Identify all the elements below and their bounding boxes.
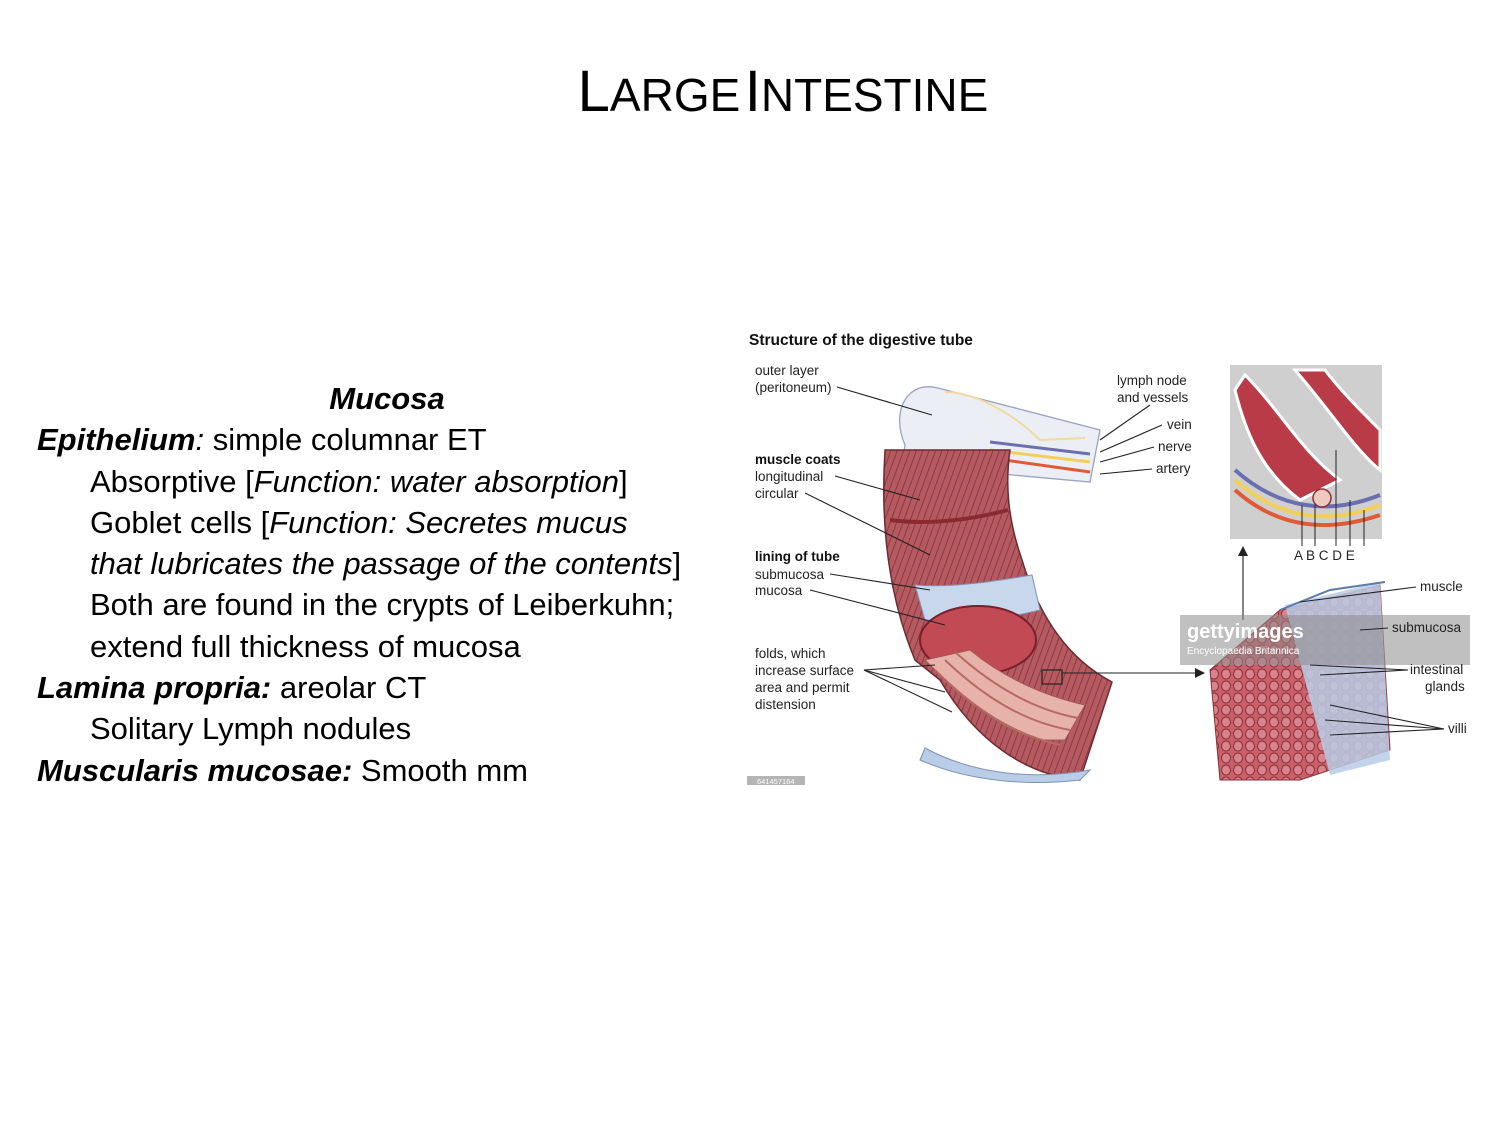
goblet-line-2: that lubricates the passage of the conte… [90, 546, 682, 582]
epithelium-line: Epithelium: simple columnar ET [37, 422, 487, 458]
label-circular: circular [755, 486, 799, 501]
label-outer-layer: outer layer [755, 363, 819, 378]
watermark-band [1180, 615, 1470, 665]
label-lymph-node: lymph node [1117, 373, 1187, 388]
image-id: 641457164 [757, 777, 795, 786]
label-villi: villi [1448, 721, 1467, 736]
vessel-inset [1230, 365, 1382, 546]
label-right-muscle: muscle [1420, 579, 1463, 594]
label-vessels: and vessels [1117, 390, 1189, 405]
label-lining-of-tube: lining of tube [755, 549, 840, 564]
label-longitudinal: longitudinal [755, 469, 823, 484]
lamina-line: Lamina propria: areolar CT [37, 670, 427, 706]
crypts-line-2: extend full thickness of mucosa [90, 628, 521, 664]
slide-title: LARGE INTESTINE [577, 59, 989, 124]
label-glands: glands [1425, 679, 1465, 694]
label-peritoneum: (peritoneum) [755, 380, 832, 395]
mucosa-notes: Mucosa Epithelium: simple columnar ET Ab… [37, 378, 742, 791]
lymph-line: Solitary Lymph nodules [90, 711, 412, 747]
zoom-box [1041, 669, 1063, 685]
watermark-subtext: Encyclopaedia Britannica [1187, 646, 1300, 657]
goblet-line: Goblet cells [Function: Secretes mucus [90, 504, 628, 540]
crypts-line: Both are found in the crypts of Leiberku… [90, 587, 675, 623]
label-folds-4: distension [755, 697, 816, 712]
label-folds: folds, which [755, 646, 826, 661]
digestive-tube-diagram: Structure of the digestive tube outer la… [747, 332, 1470, 786]
label-submucosa: submucosa [755, 567, 825, 582]
label-mucosa: mucosa [755, 583, 803, 598]
label-folds-3: area and permit [755, 680, 850, 695]
digestive-tube-figure: Structure of the digestive tube outer la… [740, 320, 1480, 800]
label-muscle-coats: muscle coats [755, 452, 841, 467]
notes-heading: Mucosa [329, 381, 445, 416]
label-nerve: nerve [1158, 439, 1192, 454]
image-id-badge [747, 776, 805, 785]
label-right-submucosa: submucosa [1392, 620, 1462, 635]
figure-title: Structure of the digestive tube [749, 332, 973, 349]
watermark-text: gettyimages [1187, 621, 1304, 643]
villi-block [1209, 581, 1391, 781]
absorptive-line: Absorptive [Function: water absorption] [90, 463, 628, 499]
label-vein: vein [1167, 417, 1192, 432]
label-folds-2: increase surface [755, 663, 854, 678]
label-abcde: A B C D E [1294, 548, 1355, 563]
label-intestinal: intestinal [1410, 662, 1463, 677]
label-artery: artery [1156, 461, 1191, 476]
muscularis-line: Muscularis mucosae: Smooth mm [37, 752, 529, 788]
